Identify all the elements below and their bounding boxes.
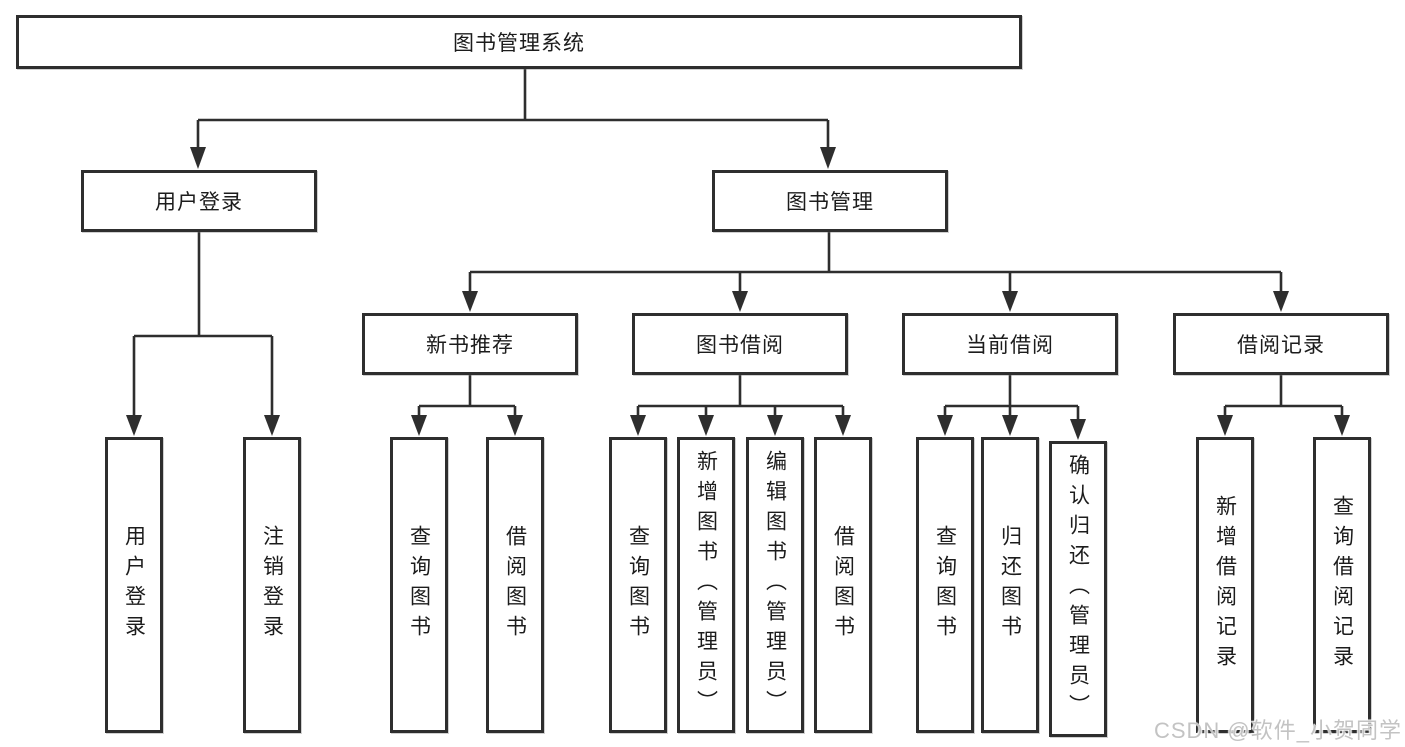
node-label: 当前借阅 (966, 334, 1054, 357)
node-label: 借阅图书 (831, 525, 855, 645)
node-label: 用户登录 (122, 525, 146, 645)
leaf-nb-query-books: 查询图书 (390, 437, 448, 733)
node-label: 图书借阅 (696, 334, 784, 357)
node-label: 注销登录 (260, 525, 284, 645)
node-borrowing-records: 借阅记录 (1173, 313, 1389, 375)
node-new-book-recommend: 新书推荐 (362, 313, 578, 375)
node-label: 用户登录 (155, 191, 243, 214)
leaf-logout-login: 注销登录 (243, 437, 301, 733)
leaf-user-login: 用户登录 (105, 437, 163, 733)
node-label: 查询图书 (407, 525, 431, 645)
node-label: 查询图书 (626, 525, 650, 645)
leaf-cb-confirm-return-admin: 确认归还（管理员） (1049, 441, 1107, 737)
node-label: 图书管理 (786, 191, 874, 214)
leaf-bb-edit-books-admin: 编辑图书（管理员） (746, 437, 804, 733)
node-label: 图书管理系统 (453, 32, 585, 55)
node-book-management: 图书管理 (712, 170, 948, 232)
leaf-br-add-record: 新增借阅记录 (1196, 437, 1254, 733)
node-label: 编辑图书（管理员） (763, 450, 787, 720)
node-label: 新增图书（管理员） (694, 450, 718, 720)
node-label: 借阅记录 (1237, 334, 1325, 357)
node-current-borrowing: 当前借阅 (902, 313, 1118, 375)
leaf-cb-return-books: 归还图书 (981, 437, 1039, 733)
leaf-bb-query-books: 查询图书 (609, 437, 667, 733)
leaf-bb-add-books-admin: 新增图书（管理员） (677, 437, 735, 733)
node-label: 新书推荐 (426, 334, 514, 357)
node-label: 借阅图书 (503, 525, 527, 645)
leaf-cb-query-books: 查询图书 (916, 437, 974, 733)
node-label: 确认归还（管理员） (1066, 454, 1090, 724)
node-label: 归还图书 (998, 525, 1022, 645)
node-library-management-system: 图书管理系统 (16, 15, 1022, 69)
watermark: CSDN @软件_小贺同学 (1153, 718, 1402, 743)
node-label: 查询图书 (933, 525, 957, 645)
node-label: 查询借阅记录 (1330, 495, 1354, 675)
node-label: 新增借阅记录 (1213, 495, 1237, 675)
node-user-login: 用户登录 (81, 170, 317, 232)
node-book-borrowing: 图书借阅 (632, 313, 848, 375)
leaf-nb-borrow-books: 借阅图书 (486, 437, 544, 733)
leaf-bb-borrow-books: 借阅图书 (814, 437, 872, 733)
leaf-br-query-record: 查询借阅记录 (1313, 437, 1371, 733)
